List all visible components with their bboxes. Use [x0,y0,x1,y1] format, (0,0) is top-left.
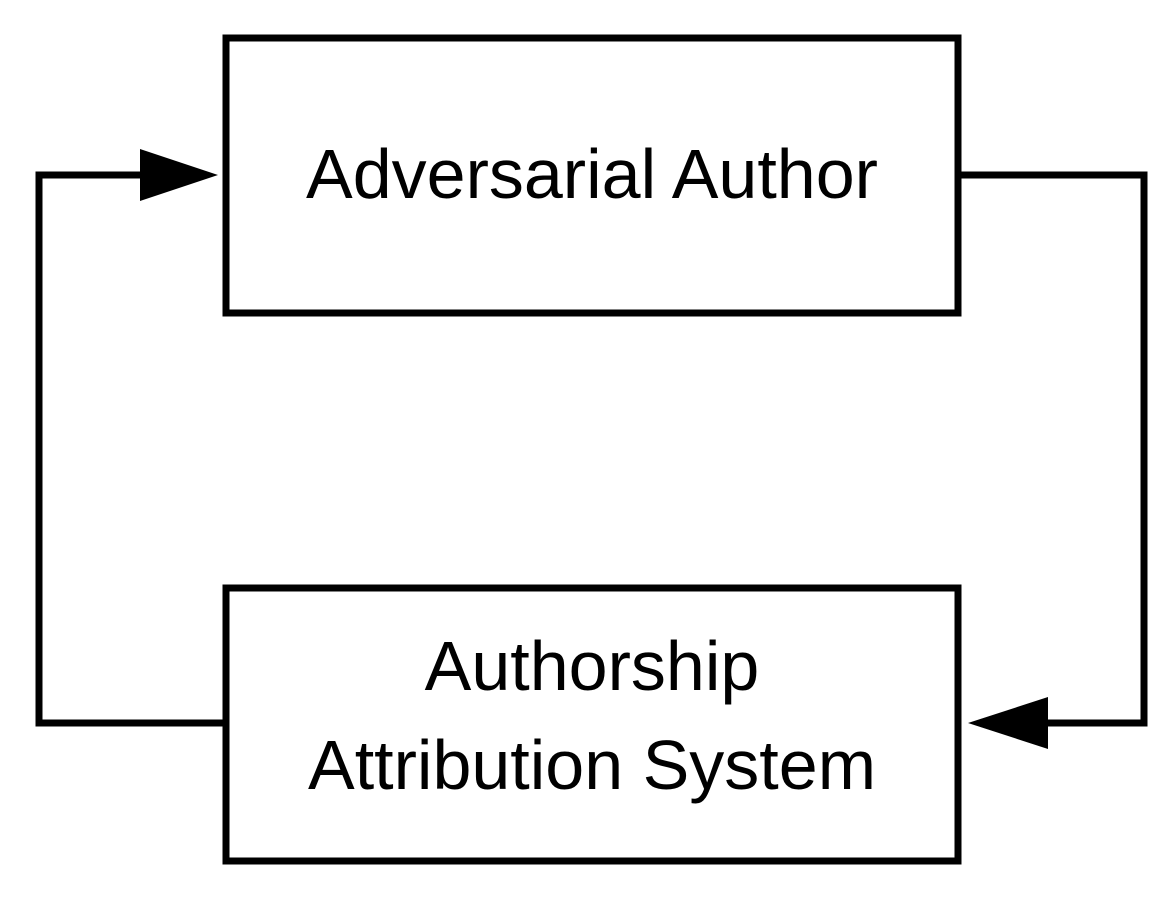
edge-author-to-system-line [958,171,1148,727]
node-attribution-system: Authorship Attribution System [222,584,962,865]
node-adversarial-author-label: Adversarial Author [306,135,878,213]
edge-author-to-system [958,171,1148,749]
node-attribution-system-label-line1: Authorship [425,627,760,705]
node-adversarial-author-box [222,34,962,317]
arrowhead-into-system [968,697,1048,749]
edge-system-to-author [35,149,226,727]
arrowhead-into-author [140,149,218,201]
node-adversarial-author: Adversarial Author [222,34,962,317]
edge-system-to-author-line [35,171,226,727]
node-attribution-system-box [222,584,962,865]
node-attribution-system-label-line2: Attribution System [308,726,876,804]
